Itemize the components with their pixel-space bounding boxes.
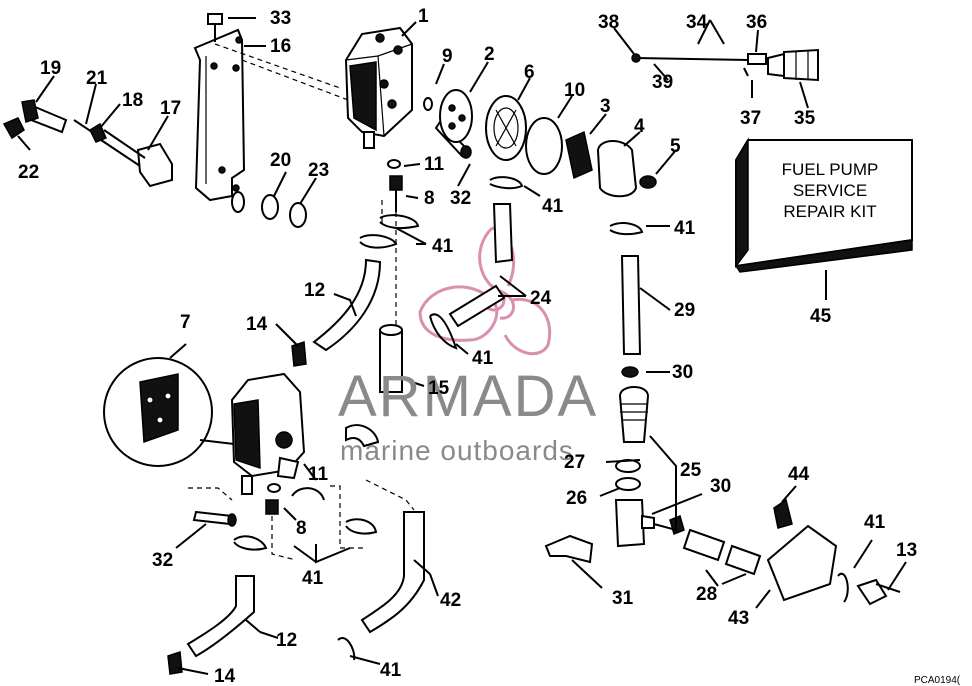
hose-fitting bbox=[291, 340, 307, 367]
callout-20: 20 bbox=[270, 150, 291, 171]
fuel-line-tube bbox=[620, 255, 642, 355]
mounting-bracket bbox=[766, 524, 838, 602]
callout-42: 42 bbox=[440, 590, 461, 611]
diaphragm bbox=[439, 89, 473, 143]
callout-1: 1 bbox=[418, 6, 429, 27]
fuel-hose bbox=[312, 258, 382, 352]
primer-bulb bbox=[767, 52, 785, 78]
callout-30a: 30 bbox=[672, 362, 693, 383]
callout-12b: 12 bbox=[276, 630, 297, 651]
callout-14a: 14 bbox=[246, 314, 268, 335]
callout-6: 6 bbox=[524, 62, 535, 83]
callout-2: 2 bbox=[484, 44, 495, 65]
callout-41c: 41 bbox=[674, 218, 696, 239]
callout-41e: 41 bbox=[302, 568, 324, 589]
callout-9: 9 bbox=[442, 46, 453, 67]
washer bbox=[261, 194, 279, 220]
callout-27: 27 bbox=[564, 452, 585, 473]
callout-3: 3 bbox=[600, 96, 611, 117]
fuel-hose bbox=[682, 528, 726, 562]
callout-29: 29 bbox=[674, 300, 695, 321]
filter-bracket bbox=[544, 534, 594, 564]
callout-21: 21 bbox=[86, 68, 108, 89]
callout-18: 18 bbox=[122, 90, 143, 111]
callout-22: 22 bbox=[18, 162, 39, 183]
callout-12a: 12 bbox=[304, 280, 325, 301]
callout-15: 15 bbox=[428, 378, 450, 399]
callout-8b: 8 bbox=[296, 518, 307, 539]
fuel-fitting bbox=[856, 578, 888, 606]
fuel-hose bbox=[360, 511, 425, 634]
fuel-hose bbox=[492, 203, 514, 264]
callout-45: 45 bbox=[810, 306, 832, 327]
primer-rod bbox=[635, 57, 749, 61]
callout-39: 39 bbox=[652, 72, 673, 93]
callout-32b: 32 bbox=[152, 550, 173, 571]
kit-label-line1: FUEL PUMP bbox=[782, 160, 879, 179]
watermark-brand: ARMADA bbox=[338, 364, 598, 429]
callout-7: 7 bbox=[180, 312, 191, 333]
callout-44: 44 bbox=[788, 464, 810, 485]
fuel-pump-upper bbox=[344, 26, 413, 149]
callout-25: 25 bbox=[680, 460, 702, 481]
gasket bbox=[565, 130, 593, 180]
fuel-nut bbox=[2, 117, 25, 140]
fuel-fitting bbox=[136, 142, 173, 188]
callout-34: 34 bbox=[686, 12, 708, 33]
callout-17: 17 bbox=[160, 98, 181, 119]
kit-label-line3: REPAIR KIT bbox=[783, 202, 876, 221]
callout-43: 43 bbox=[728, 608, 749, 629]
callout-26: 26 bbox=[566, 488, 587, 509]
callout-28: 28 bbox=[696, 584, 717, 605]
bracket-plate bbox=[193, 28, 246, 202]
fuel-filter bbox=[618, 386, 650, 443]
callout-30b: 30 bbox=[710, 476, 731, 497]
check-valve bbox=[389, 175, 403, 191]
figure-code: PCA0194( bbox=[914, 675, 961, 686]
callout-13: 13 bbox=[896, 540, 917, 561]
callout-11a: 11 bbox=[424, 154, 445, 175]
kit-label-line2: SERVICE bbox=[793, 181, 867, 200]
callout-41b: 41 bbox=[432, 236, 454, 257]
callout-32a: 32 bbox=[450, 188, 471, 209]
hose-fitting bbox=[167, 650, 183, 675]
callout-11b: 11 bbox=[308, 464, 329, 485]
callout-41f: 41 bbox=[380, 660, 402, 681]
watermark-tagline: marine outboards bbox=[340, 435, 574, 466]
pump-cover bbox=[596, 140, 638, 198]
callout-23: 23 bbox=[308, 160, 329, 181]
callout-19: 19 bbox=[40, 58, 61, 79]
callout-41g: 41 bbox=[864, 512, 886, 533]
callout-37: 37 bbox=[740, 108, 761, 129]
callout-41a: 41 bbox=[542, 196, 564, 217]
fuel-pump-lower bbox=[230, 372, 306, 495]
hose-clip bbox=[773, 498, 793, 529]
filter-bowl bbox=[614, 499, 646, 548]
callout-38: 38 bbox=[598, 12, 619, 33]
callout-16: 16 bbox=[270, 36, 291, 57]
fuel-hose bbox=[186, 575, 255, 658]
callout-41d: 41 bbox=[472, 348, 494, 369]
callout-36: 36 bbox=[746, 12, 767, 33]
cover-screw bbox=[639, 175, 657, 189]
callout-10: 10 bbox=[564, 80, 585, 101]
callout-14b: 14 bbox=[214, 666, 236, 686]
callout-4: 4 bbox=[634, 116, 645, 137]
callout-8a: 8 bbox=[424, 188, 435, 209]
repair-kit-box: FUEL PUMP SERVICE REPAIR KIT bbox=[734, 137, 913, 273]
callout-24: 24 bbox=[530, 288, 552, 309]
callout-35: 35 bbox=[794, 108, 816, 129]
callout-labels: 1 2 3 4 5 6 7 8 8 9 10 11 11 12 12 13 14… bbox=[18, 6, 917, 686]
callout-5: 5 bbox=[670, 136, 681, 157]
o-ring bbox=[525, 117, 563, 175]
callout-31: 31 bbox=[612, 588, 634, 609]
callout-33: 33 bbox=[270, 8, 291, 29]
